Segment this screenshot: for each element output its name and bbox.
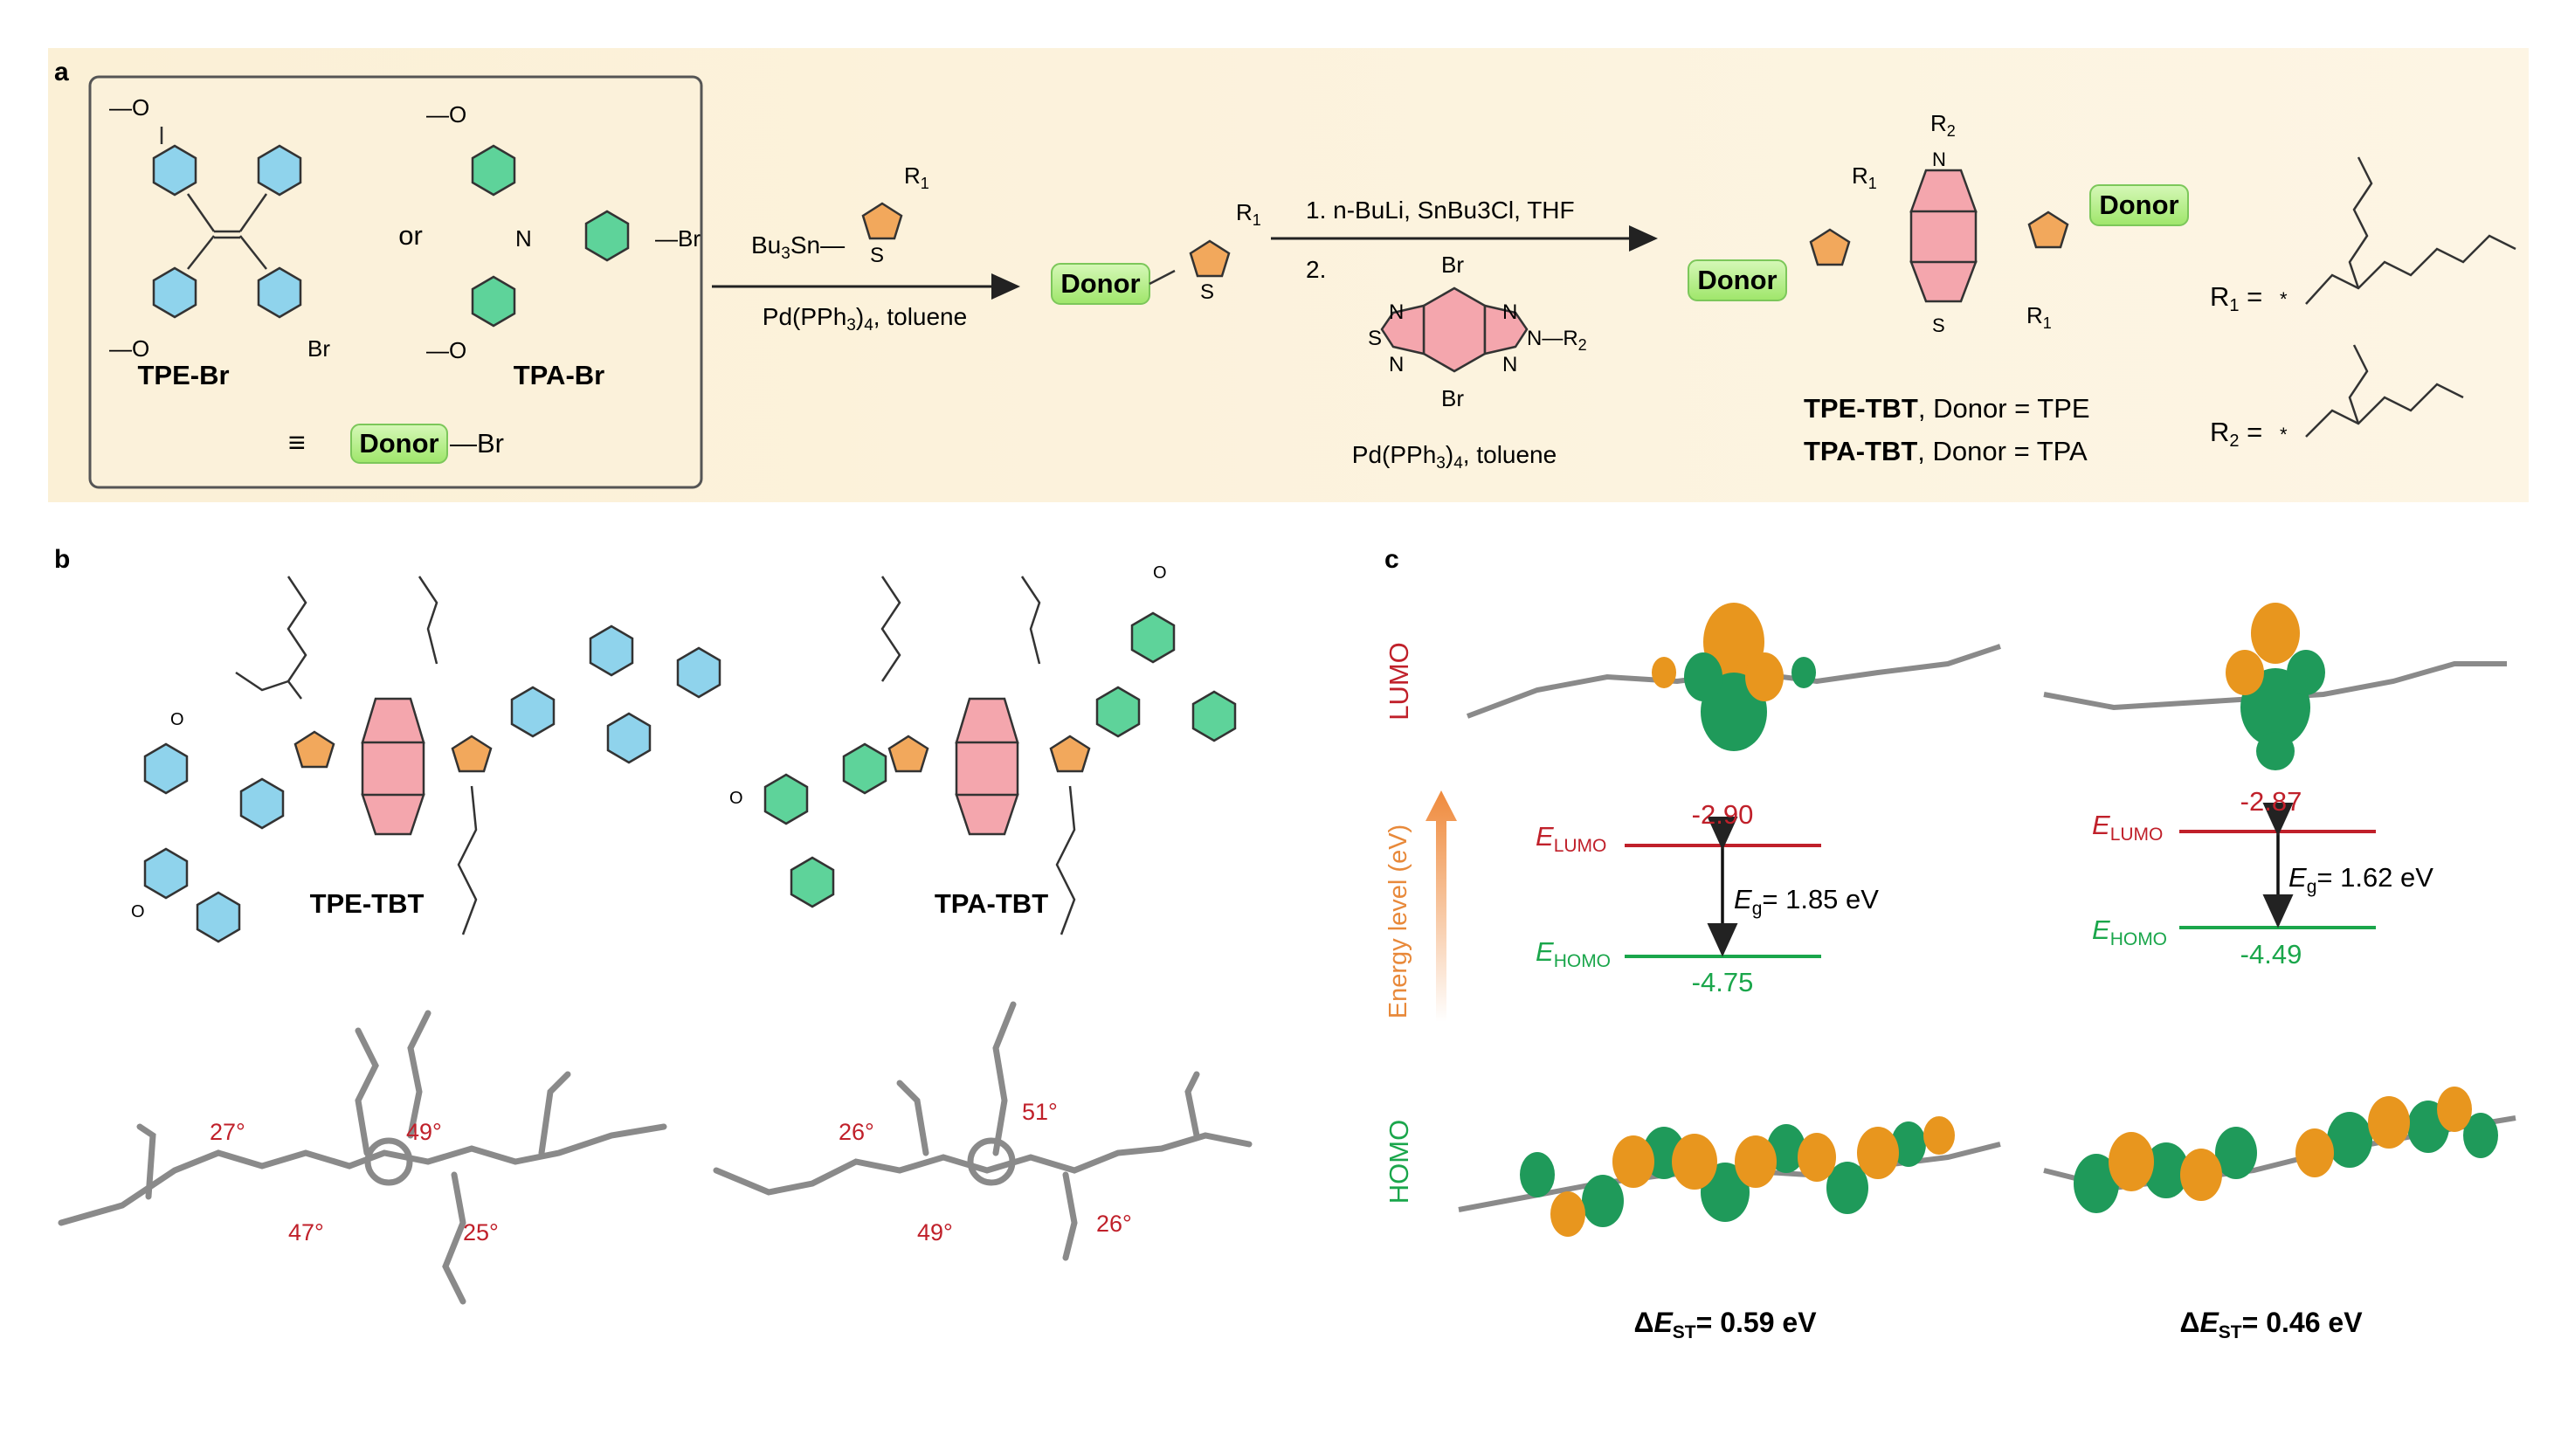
svg-text:—O: —O	[109, 335, 149, 362]
step2-conditions: Pd(PPh3)4, toluene	[1352, 441, 1557, 473]
tpa-ehomo-label: EHOMO	[2092, 914, 2167, 949]
tpe-ehomo-label: EHOMO	[1536, 936, 1611, 971]
tpa-tbt-2d-structure: O O	[729, 563, 1237, 935]
svg-text:—O: —O	[109, 94, 149, 121]
svg-text:49°: 49°	[917, 1219, 953, 1246]
svg-text:R1: R1	[2026, 302, 2052, 332]
svg-text:27°: 27°	[210, 1119, 245, 1145]
svg-text:Br: Br	[1441, 252, 1464, 278]
donor-box	[88, 75, 703, 489]
energy-axis-arrow	[1426, 790, 1457, 1022]
tpa-dest-label: ΔEST= 0.46 eV	[2179, 1307, 2363, 1342]
step2-line1: 1. n-BuLi, SnBu3Cl, THF	[1306, 197, 1575, 224]
panel-label-a: a	[54, 58, 69, 86]
svg-text:N: N	[1389, 353, 1404, 376]
svg-text:26°: 26°	[839, 1119, 874, 1145]
tpa-homo-surface	[2043, 1087, 2516, 1213]
svg-text:Bu3Sn—: Bu3Sn—	[751, 231, 845, 263]
svg-text:R1: R1	[1852, 162, 1877, 192]
r2-star: *	[2280, 424, 2288, 445]
r1-star: *	[2280, 288, 2288, 310]
tpa-elumo-label: ELUMO	[2092, 810, 2163, 845]
tpe-homo-surface	[1458, 1116, 2001, 1237]
step2-line2: 2.	[1306, 256, 1326, 283]
tpe-gap-label: Eg= 1.85 eV	[1734, 884, 1879, 919]
svg-text:N—R2: N—R2	[1527, 327, 1587, 354]
product1-label: TPE-TBT, Donor = TPE	[1804, 393, 2090, 424]
homo-row-label: HOMO	[1384, 1120, 1414, 1204]
product-donor-right: Donor	[2099, 190, 2178, 220]
product2-label: TPA-TBT, Donor = TPA	[1804, 436, 2088, 466]
equiv-symbol: ≡	[288, 426, 306, 459]
tpe-br-structure: —O —O Br	[109, 94, 330, 362]
tpe-tbt-label: TPE-TBT	[310, 888, 425, 919]
tpa-dihedral-angles: 26° 51° 49° 26°	[839, 1099, 1132, 1246]
svg-text:26°: 26°	[1096, 1211, 1132, 1237]
or-label: or	[398, 220, 423, 251]
svg-text:25°: 25°	[463, 1219, 499, 1246]
tpe-homo-value: -4.75	[1692, 967, 1754, 997]
r2-alkyl-chain	[2305, 344, 2464, 438]
tpa-homo-value: -4.49	[2240, 939, 2302, 970]
svg-text:N: N	[1502, 300, 1517, 324]
tpa-gap-label: Eg= 1.62 eV	[2288, 862, 2433, 897]
tpe-dihedral-angles: 27° 49° 47° 25°	[210, 1119, 499, 1246]
svg-text:N: N	[1389, 300, 1404, 324]
svg-text:—Br: —Br	[655, 225, 701, 252]
intermediate-donor-label: Donor	[1060, 268, 1140, 299]
product-structure: N S R1 R2 R1	[1688, 110, 2189, 336]
svg-text:S: S	[1932, 314, 1945, 336]
r1-alkyl-chain	[2305, 156, 2516, 305]
svg-text:O: O	[729, 789, 743, 808]
tpa-tbt-3d-structure	[713, 1001, 1253, 1261]
svg-text:47°: 47°	[288, 1219, 324, 1246]
tpe-lumo-surface	[1466, 603, 2001, 751]
svg-text:—O: —O	[426, 337, 466, 363]
svg-text:O: O	[1153, 563, 1167, 583]
panel-label-b: b	[54, 545, 70, 574]
energy-axis-label: Energy level (eV)	[1384, 825, 1412, 1018]
tpa-tbt-label: TPA-TBT	[935, 888, 1048, 919]
svg-text:—O: —O	[426, 101, 466, 128]
tpe-dest-label: ΔEST= 0.59 eV	[1633, 1307, 1817, 1342]
tin-reagent: Bu3Sn— S R1	[751, 162, 929, 267]
tpe-br-label: TPE-Br	[137, 360, 229, 390]
tpa-br-label: TPA-Br	[514, 360, 604, 390]
svg-text:N: N	[515, 225, 532, 252]
tpe-elumo-label: ELUMO	[1536, 821, 1606, 856]
donor-tag-box	[350, 424, 448, 464]
tpa-br-structure: —O N —Br —O	[426, 101, 701, 363]
lumo-row-label: LUMO	[1384, 642, 1414, 721]
product-donor-left: Donor	[1697, 265, 1777, 295]
tpe-tbt-3d-structure	[58, 1010, 667, 1305]
svg-text:N: N	[1932, 148, 1946, 170]
svg-text:S: S	[870, 244, 884, 267]
tpa-lumo-surface	[2043, 603, 2507, 770]
svg-text:S: S	[1200, 280, 1214, 304]
donor-tag-box-label: Donor	[359, 428, 438, 459]
svg-text:S: S	[1368, 327, 1382, 350]
svg-text:O: O	[170, 710, 184, 729]
panel-label-c: c	[1384, 545, 1399, 574]
donor-br-label: —Br	[450, 428, 504, 459]
tpa-lumo-value: -2.87	[2240, 786, 2302, 817]
svg-text:51°: 51°	[1022, 1099, 1058, 1125]
dibromo-acceptor: Br N S N N N N—R2 Br	[1368, 252, 1587, 411]
svg-text:Br: Br	[1441, 385, 1464, 411]
tpe-lumo-value: -2.90	[1692, 799, 1754, 830]
svg-text:O: O	[131, 902, 145, 921]
tpe-tbt-2d-structure: O O	[131, 576, 721, 943]
svg-text:N: N	[1502, 353, 1517, 376]
svg-text:49°: 49°	[406, 1119, 442, 1145]
svg-text:Br: Br	[307, 335, 330, 362]
